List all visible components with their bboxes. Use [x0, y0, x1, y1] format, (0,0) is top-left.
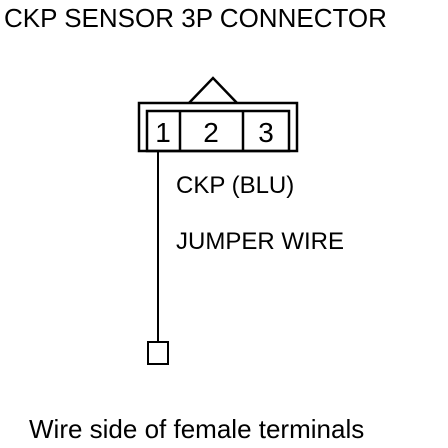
connector-lock-tab — [188, 76, 238, 104]
pin-number-2: 2 — [203, 117, 219, 148]
diagram-caption: Wire side of female terminals — [29, 414, 365, 444]
terminal-frame — [145, 109, 291, 153]
wire-label-ckp-blu: CKP (BLU) — [176, 172, 295, 199]
diagram-title: CKP SENSOR 3P CONNECTOR — [4, 3, 387, 33]
pin-number-3: 3 — [258, 117, 274, 148]
pin-number-1: 1 — [155, 117, 171, 148]
wire-label-jumper-wire: JUMPER WIRE — [176, 228, 344, 255]
wire-end-terminal — [147, 341, 169, 365]
